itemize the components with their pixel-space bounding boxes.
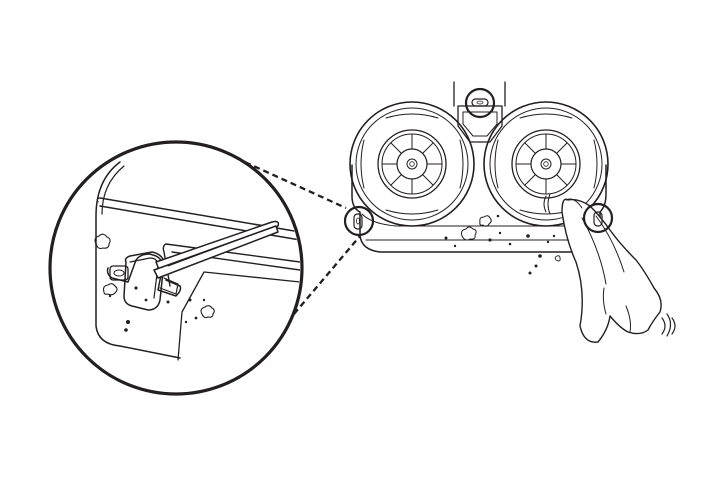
- tweezers: [153, 220, 280, 279]
- cleaning-cloth: [543, 193, 676, 343]
- mop-base-unit: [349, 81, 609, 275]
- center-bridge-inner: [462, 111, 498, 137]
- left-sensor-callout: [343, 205, 375, 237]
- motion-lines: [661, 313, 676, 337]
- magnified-detail: [48, 140, 304, 396]
- debris-magnified: [94, 233, 215, 332]
- zoom-ring: [48, 140, 304, 396]
- zoom-leader-lines: [235, 156, 361, 315]
- top-sensor-callout: [464, 87, 496, 119]
- base-plate: [351, 164, 607, 253]
- right-roller: [483, 101, 609, 227]
- debris-on-base: [444, 214, 556, 275]
- left-roller: [349, 101, 475, 227]
- housing-edge: [95, 161, 181, 359]
- right-sensor-callout: [582, 202, 614, 234]
- center-bridge: [457, 105, 503, 143]
- handle-stub: [453, 81, 506, 107]
